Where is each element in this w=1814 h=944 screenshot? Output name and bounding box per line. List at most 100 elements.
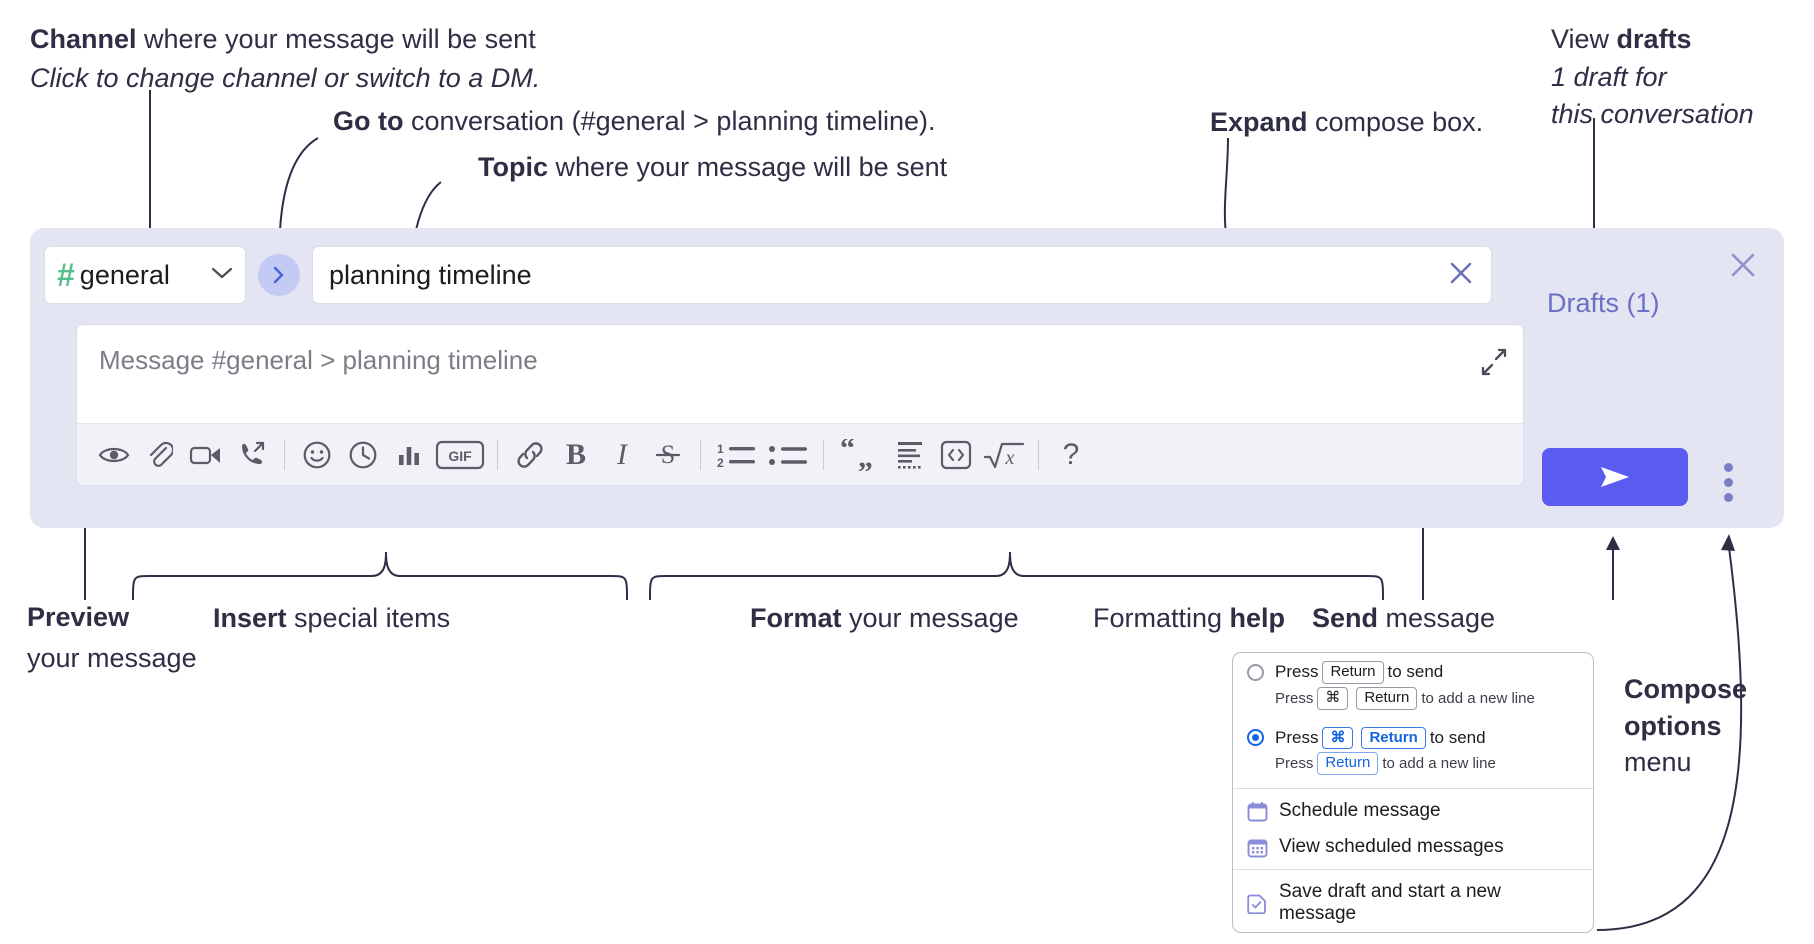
menu-item-label: Schedule message <box>1279 800 1441 821</box>
menu-item-label: Save draft and start a new message <box>1279 881 1501 924</box>
inline-code-icon[interactable] <box>933 432 979 478</box>
italic-icon[interactable]: I <box>617 437 627 471</box>
annotation-format: Format your message <box>750 601 1019 636</box>
send-paper-plane-icon <box>1601 467 1629 487</box>
message-placeholder: Message #general > planning timeline <box>99 345 538 375</box>
message-input-box[interactable]: Message #general > planning timeline <box>76 324 1524 486</box>
attachment-icon[interactable] <box>137 432 183 478</box>
goto-conversation-button[interactable] <box>258 254 300 296</box>
annotation-preview-bold: Preview <box>27 602 130 632</box>
menu-option-cmd-return-to-send[interactable]: Press ⌘ Return to send <box>1233 719 1593 752</box>
compose-panel: # general planning timeline Message #gen… <box>30 228 1784 528</box>
topic-input[interactable]: planning timeline <box>312 246 1492 304</box>
option-post: to send <box>1429 727 1486 747</box>
expand-icon[interactable] <box>1479 347 1509 382</box>
annotation-topic-rest: where your message will be sent <box>548 152 948 182</box>
send-button[interactable] <box>1542 448 1688 506</box>
annotation-topic-bold: Topic <box>478 152 548 182</box>
annotation-insert-rest: special items <box>286 603 451 633</box>
menu-item-schedule-message[interactable]: Schedule message <box>1233 793 1593 829</box>
ellipsis-dot <box>1724 493 1733 502</box>
svg-text:2: 2 <box>717 456 724 470</box>
drafts-link[interactable]: Drafts (1) <box>1547 288 1660 318</box>
channel-select[interactable]: # general <box>44 246 246 304</box>
annotation-send-bold: Send <box>1312 603 1379 633</box>
calendar-grid-icon <box>1247 837 1268 858</box>
option-pre: Press <box>1275 727 1319 747</box>
annotation-help: Formatting help <box>1093 601 1285 636</box>
chevron-down-icon <box>211 266 233 285</box>
topic-value: planning timeline <box>329 259 532 290</box>
close-icon[interactable] <box>1724 246 1762 289</box>
svg-text:x: x <box>1005 447 1015 469</box>
annotation-insert-bold: Insert <box>213 603 287 633</box>
menu-suboption-newline-2: Press Return to add a new line <box>1233 751 1593 784</box>
math-icon[interactable]: x <box>979 432 1029 478</box>
annotation-goto: Go to conversation (#general > planning … <box>333 104 936 139</box>
annotation-drafts-sub1: 1 draft for <box>1551 61 1667 92</box>
preview-icon[interactable] <box>91 432 137 478</box>
svg-text:1: 1 <box>717 442 724 456</box>
phone-forward-icon[interactable] <box>229 432 275 478</box>
sub-post: to add a new line <box>1382 755 1496 773</box>
annotation-format-bold: Format <box>750 603 842 633</box>
annotation-drafts-bold: drafts <box>1616 24 1692 54</box>
blockquote-icon[interactable]: “„ <box>833 432 887 478</box>
link-icon[interactable] <box>507 432 553 478</box>
annotation-topic: Topic where your message will be sent <box>478 150 947 185</box>
key-return: Return <box>1361 726 1426 750</box>
annotation-expand: Expand compose box. <box>1210 105 1483 140</box>
annotation-compose-options-l2: options <box>1624 710 1722 741</box>
compose-header-row: # general planning timeline <box>44 246 1492 304</box>
compose-options-menu: Press Return to send Press ⌘ Return to a… <box>1232 652 1594 933</box>
toolbar-separator <box>1038 439 1039 470</box>
channel-name-label: general <box>79 259 170 290</box>
video-camera-icon[interactable] <box>183 432 229 478</box>
annotation-channel-bold: Channel <box>30 24 137 54</box>
compose-options-button[interactable] <box>1724 460 1733 505</box>
annotation-format-rest: your message <box>841 603 1019 633</box>
toolbar-separator <box>823 439 824 470</box>
annotation-drafts-pre: View <box>1551 24 1617 54</box>
sub-post: to add a new line <box>1421 689 1535 707</box>
svg-text:„: „ <box>858 441 873 471</box>
ellipsis-dot <box>1724 463 1733 472</box>
key-return: Return <box>1322 661 1384 684</box>
save-draft-icon <box>1247 893 1268 914</box>
radio-button[interactable] <box>1247 663 1264 681</box>
bold-icon[interactable]: B <box>565 437 586 471</box>
menu-divider <box>1233 788 1593 789</box>
sub-pre: Press <box>1275 755 1314 773</box>
menu-item-save-draft[interactable]: Save draft and start a new message <box>1233 874 1593 932</box>
radio-button-selected[interactable] <box>1247 729 1264 747</box>
menu-item-view-scheduled-messages[interactable]: View scheduled messages <box>1233 829 1593 865</box>
clock-icon[interactable] <box>340 432 386 478</box>
annotation-channel-rest: where your message will be sent <box>136 24 536 54</box>
annotation-expand-rest: compose box. <box>1307 107 1484 137</box>
annotation-preview-rest: your message <box>27 642 197 673</box>
emoji-icon[interactable] <box>294 432 340 478</box>
key-command: ⌘ <box>1322 726 1354 750</box>
menu-divider <box>1233 869 1593 870</box>
calendar-clock-icon <box>1247 801 1268 822</box>
menu-option-return-to-send[interactable]: Press Return to send <box>1233 653 1593 686</box>
annotation-compose-options-l3: menu <box>1624 747 1692 778</box>
svg-text:GIF: GIF <box>448 448 472 464</box>
help-icon[interactable]: ? <box>1062 437 1080 471</box>
gif-icon[interactable]: GIF <box>432 432 488 478</box>
toolbar-separator <box>284 439 285 470</box>
key-return: Return <box>1317 752 1379 775</box>
code-block-icon[interactable] <box>887 432 933 478</box>
bulleted-list-icon[interactable] <box>762 432 814 478</box>
option-pre: Press <box>1275 662 1319 682</box>
key-command: ⌘ <box>1317 686 1349 710</box>
svg-text:“: “ <box>840 439 855 465</box>
chevron-right-icon <box>273 266 284 284</box>
bar-chart-icon[interactable] <box>386 432 432 478</box>
annotation-help-bold: help <box>1229 603 1286 633</box>
close-icon[interactable] <box>1445 257 1477 294</box>
strikethrough-icon[interactable]: S <box>645 432 691 478</box>
annotation-send-rest: message <box>1378 603 1496 633</box>
